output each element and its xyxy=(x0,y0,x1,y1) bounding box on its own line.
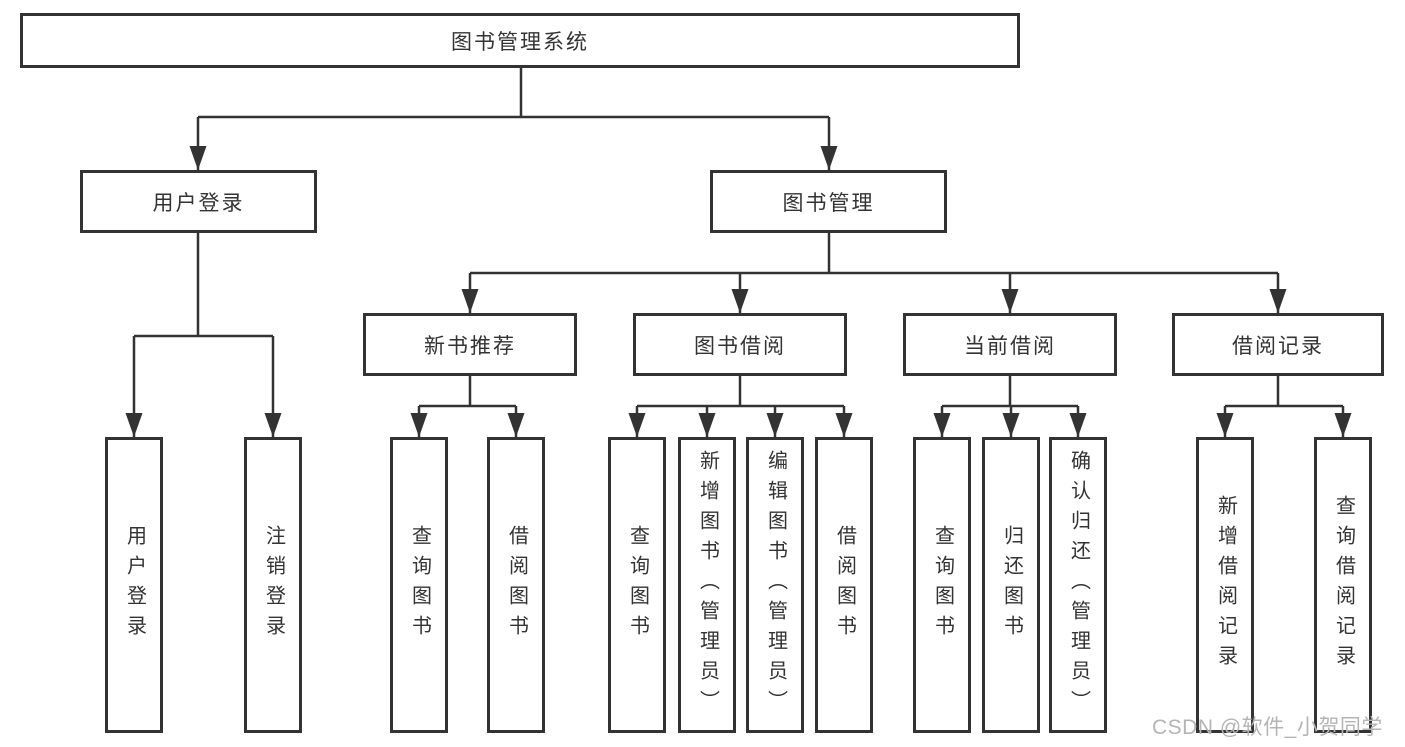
leaf-query-borrow-record-label: 查询借阅记录 xyxy=(1332,495,1355,675)
leaf-query-borrow-record: 查询借阅记录 xyxy=(1314,437,1372,733)
leaf-add-books-admin: 新增图书（管理员） xyxy=(678,437,736,733)
leaf-confirm-return-admin-label: 确认归还（管理员） xyxy=(1067,450,1090,720)
node-borrowing-records: 借阅记录 xyxy=(1172,313,1384,376)
node-current-borrowing: 当前借阅 xyxy=(903,313,1117,376)
node-new-book-recommend-label: 新书推荐 xyxy=(424,334,516,358)
leaf-current-query-books-label: 查询图书 xyxy=(931,525,954,645)
node-book-management-label: 图书管理 xyxy=(782,191,875,215)
node-root-label: 图书管理系统 xyxy=(451,30,589,54)
leaf-newbook-query-books-label: 查询图书 xyxy=(408,525,431,645)
leaf-newbook-borrow-books-label: 借阅图书 xyxy=(505,525,528,645)
csdn-watermark: CSDN @软件_小贺同学 xyxy=(1152,716,1383,739)
node-current-borrowing-label: 当前借阅 xyxy=(964,334,1056,358)
leaf-borrowing-borrow-books: 借阅图书 xyxy=(815,437,873,733)
leaf-confirm-return-admin: 确认归还（管理员） xyxy=(1049,437,1107,733)
leaf-logout-label: 注销登录 xyxy=(262,525,285,645)
leaf-add-books-admin-label: 新增图书（管理员） xyxy=(696,450,719,720)
leaf-edit-books-admin-label: 编辑图书（管理员） xyxy=(764,450,787,720)
node-user-login: 用户登录 xyxy=(80,170,317,233)
leaf-newbook-borrow-books: 借阅图书 xyxy=(487,437,545,733)
leaf-borrowing-query-books: 查询图书 xyxy=(608,437,666,733)
leaf-logout: 注销登录 xyxy=(244,437,302,733)
leaf-user-login: 用户登录 xyxy=(105,437,163,733)
leaf-add-borrow-record: 新增借阅记录 xyxy=(1196,437,1254,733)
node-book-borrowing: 图书借阅 xyxy=(633,313,847,376)
leaf-add-borrow-record-label: 新增借阅记录 xyxy=(1214,495,1237,675)
leaf-user-login-label: 用户登录 xyxy=(123,525,146,645)
node-root: 图书管理系统 xyxy=(20,13,1020,68)
node-book-borrowing-label: 图书借阅 xyxy=(694,334,786,358)
node-new-book-recommend: 新书推荐 xyxy=(363,313,577,376)
leaf-borrowing-query-books-label: 查询图书 xyxy=(626,525,649,645)
node-user-login-label: 用户登录 xyxy=(152,191,245,215)
leaf-newbook-query-books: 查询图书 xyxy=(390,437,448,733)
leaf-return-books-label: 归还图书 xyxy=(1000,525,1023,645)
node-book-management: 图书管理 xyxy=(710,170,947,233)
node-borrowing-records-label: 借阅记录 xyxy=(1232,334,1324,358)
leaf-edit-books-admin: 编辑图书（管理员） xyxy=(746,437,804,733)
leaf-current-query-books: 查询图书 xyxy=(913,437,971,733)
leaf-return-books: 归还图书 xyxy=(982,437,1040,733)
leaf-borrowing-borrow-books-label: 借阅图书 xyxy=(833,525,856,645)
